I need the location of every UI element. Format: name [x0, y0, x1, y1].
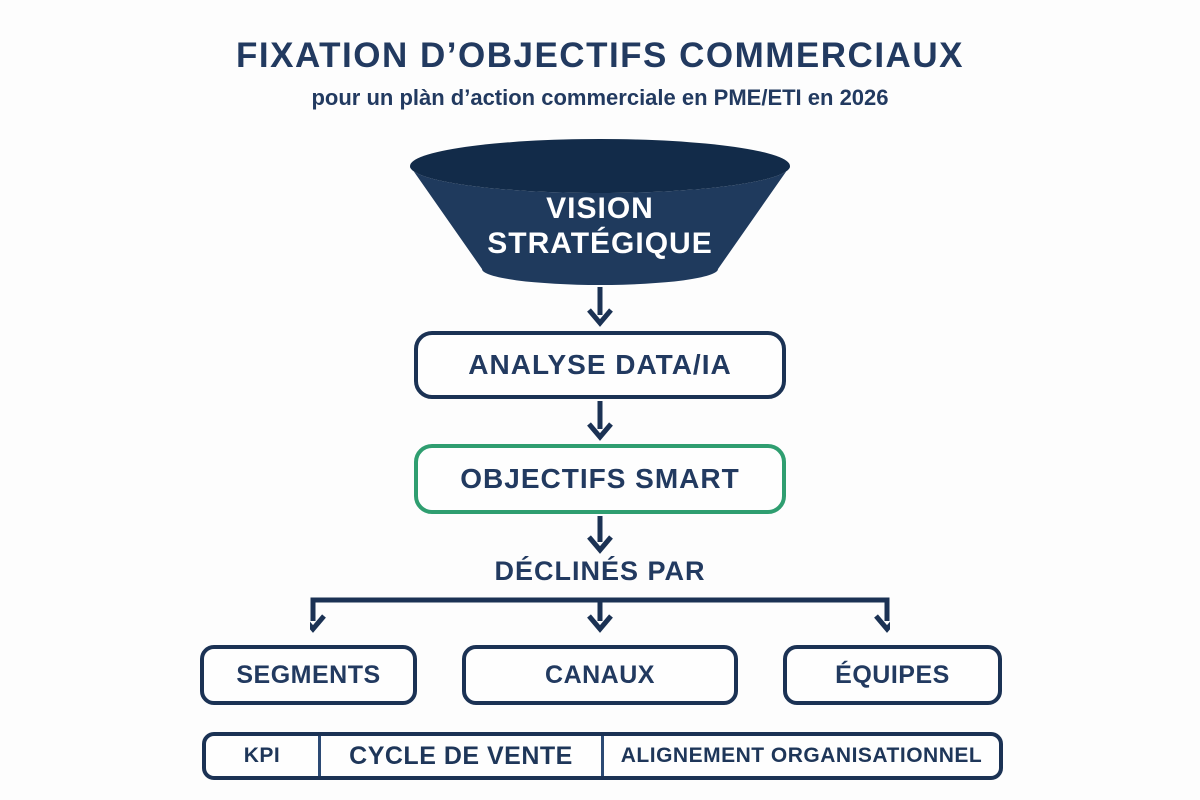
analyse-data-ia-box: ANALYSE DATA/IA: [414, 331, 786, 399]
analyse-data-ia-label: ANALYSE DATA/IA: [468, 349, 732, 380]
branch-connector-icon: [310, 597, 890, 633]
funnel-shape: [410, 139, 790, 285]
kpi-label: KPI: [243, 744, 281, 767]
objectifs-smart-label: OBJECTIFS SMART: [460, 463, 740, 494]
footer-cell-kpi: KPI: [206, 736, 321, 776]
page-subtitle: pour un plàn d’action commerciale en PME…: [311, 85, 889, 110]
canaux-label: CANAUX: [545, 660, 655, 689]
footer-bar: KPI CYCLE DE VENTE ALIGNEMENT ORGANISATI…: [202, 732, 1003, 780]
arrow-down-icon: [587, 401, 613, 441]
cycle-de-vente-label: CYCLE DE VENTE: [349, 741, 573, 770]
segments-label: SEGMENTS: [236, 660, 381, 689]
equipes-box: ÉQUIPES: [783, 645, 1002, 705]
equipes-label: ÉQUIPES: [835, 660, 950, 689]
segments-box: SEGMENTS: [200, 645, 417, 705]
alignement-label: ALIGNEMENT ORGANISATIONNEL: [620, 744, 983, 767]
canaux-box: CANAUX: [462, 645, 738, 705]
objectifs-smart-box: OBJECTIFS SMART: [414, 444, 786, 514]
footer-cell-alignement: ALIGNEMENT ORGANISATIONNEL: [604, 736, 999, 776]
declines-par-label: DÉCLINÉS PAR: [494, 556, 706, 586]
funnel-label: VISION STRATÉGIQUE: [487, 192, 713, 260]
footer-cell-cycle-de-vente: CYCLE DE VENTE: [321, 736, 604, 776]
page-title: FIXATION D’OBJECTIFS COMMERCIAUX: [236, 36, 964, 75]
arrow-down-icon: [587, 287, 613, 327]
arrow-down-icon: [587, 516, 613, 554]
